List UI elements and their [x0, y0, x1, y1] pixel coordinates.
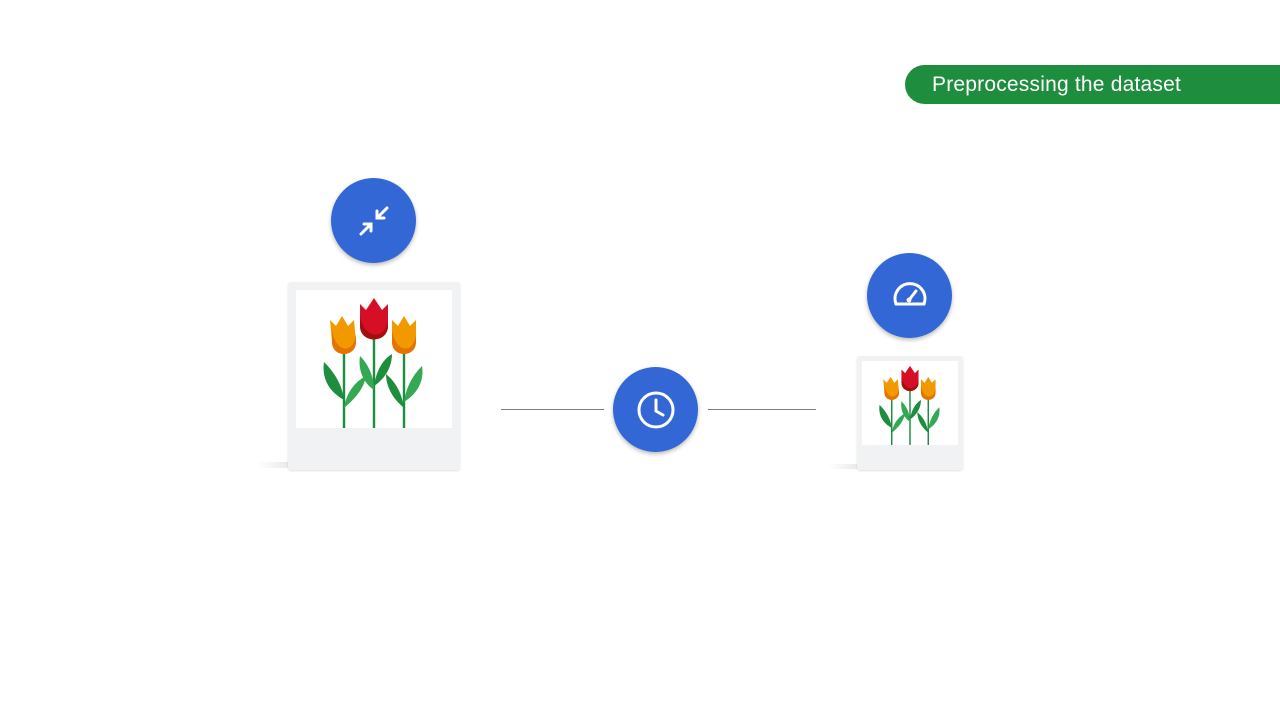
connector-line-right [708, 409, 816, 410]
compress-arrows-icon [331, 178, 416, 263]
large-image-card [288, 282, 460, 470]
tulip-illustration-small [879, 365, 940, 445]
connector-line-left [501, 409, 604, 410]
tulip-image-large [296, 290, 452, 428]
speedometer-icon [867, 253, 952, 338]
small-image-card [857, 356, 963, 470]
section-title: Preprocessing the dataset [932, 72, 1181, 96]
tulip-image-small [862, 361, 958, 445]
clock-icon [613, 367, 698, 452]
card-shadow-right [828, 464, 860, 469]
section-title-badge: Preprocessing the dataset [905, 65, 1280, 104]
tulip-illustration [323, 298, 423, 428]
card-shadow-left [258, 462, 292, 468]
